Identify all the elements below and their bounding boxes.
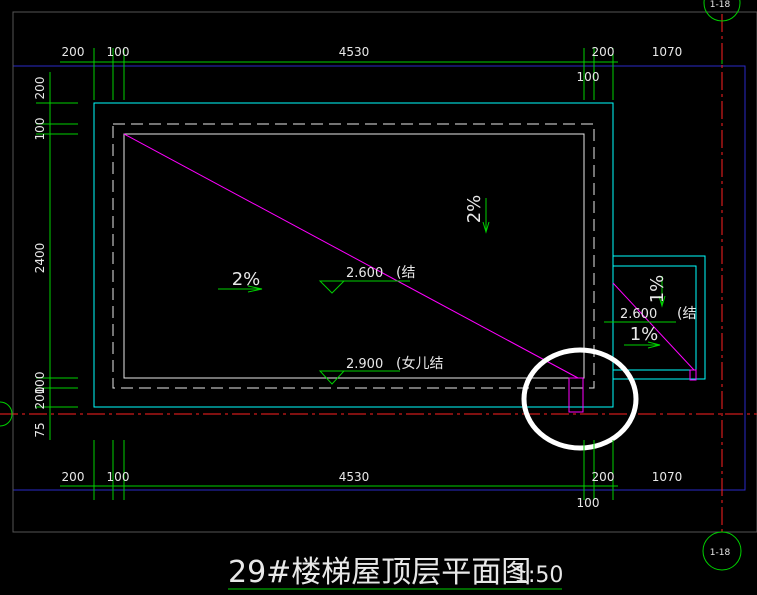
dim-top-1070: 1070 — [652, 45, 683, 59]
dim-bottom-200: 200 — [62, 470, 85, 484]
elev-note-main: (结 — [396, 265, 415, 281]
slope-arrow-main — [218, 285, 263, 293]
dim-top-200: 200 — [62, 45, 85, 59]
dim-top-100-below: 100 — [577, 70, 600, 84]
dim-bottom-100-below: 100 — [577, 496, 600, 510]
dim-bottom-100: 100 — [107, 470, 130, 484]
ridge-diagonal-annex — [612, 282, 695, 371]
dim-top-4530: 4530 — [339, 45, 370, 59]
grid-bubble-left — [0, 401, 13, 427]
main-parapet-dashed — [112, 123, 595, 389]
dim-top-200-right: 200 — [592, 45, 615, 59]
dim-bottom-1070: 1070 — [652, 470, 683, 484]
elev-note-annex: (结 — [677, 306, 696, 322]
elev-label-annex: 2.600 — [620, 307, 657, 322]
elevation-marker-parapet — [318, 370, 400, 385]
downpipe-annex — [689, 369, 697, 381]
elev-label-main: 2.600 — [346, 266, 383, 281]
ridge-diagonal-main — [123, 133, 579, 379]
dimension-top — [60, 48, 723, 100]
drawing-title: 29#楼梯屋顶层平面图 — [228, 555, 531, 590]
dim-left-75: 75 — [33, 422, 47, 437]
grid-bubble-top-label: 1-18 — [710, 0, 731, 10]
grid-bubble-bottom — [702, 531, 742, 571]
drawing-scale: 1:50 — [514, 563, 563, 588]
slope-label-annex-horizontal: 1% — [630, 324, 659, 345]
dim-left-2400: 2400 — [33, 243, 47, 274]
downpipe-main — [568, 377, 584, 413]
dim-left-200-lower: 200 — [33, 387, 47, 410]
dimension-bottom — [60, 440, 618, 500]
main-roof-inner — [123, 133, 585, 379]
dimension-left — [36, 72, 78, 440]
highlight-circle — [521, 347, 639, 451]
dim-bottom-4530: 4530 — [339, 470, 370, 484]
slope-arrow-annex-horizontal — [624, 341, 661, 349]
main-wall-outer — [93, 102, 614, 408]
elev-note-parapet: (女儿结 — [396, 355, 443, 372]
dim-left-100-lower: 100 — [33, 372, 47, 395]
slope-arrow-annex-vertical — [658, 276, 666, 308]
dim-bottom-200-right: 200 — [592, 470, 615, 484]
slope-arrow-top-right — [482, 198, 490, 234]
slope-label-annex-vertical: 1% — [647, 275, 668, 304]
slope-label-main: 2% — [232, 269, 261, 290]
dim-top-100: 100 — [107, 45, 130, 59]
elevation-marker-main — [318, 280, 410, 294]
sheet-frame — [12, 11, 757, 533]
dim-left-200: 200 — [33, 77, 47, 100]
annex-inner — [612, 265, 697, 371]
grid-bubble-top — [703, 0, 741, 22]
grid-bubble-bottom-label: 1-18 — [710, 548, 731, 558]
dim-left-100: 100 — [33, 118, 47, 141]
slope-label-top-right: 2% — [464, 195, 485, 224]
elev-label-parapet: 2.900 — [346, 357, 383, 372]
